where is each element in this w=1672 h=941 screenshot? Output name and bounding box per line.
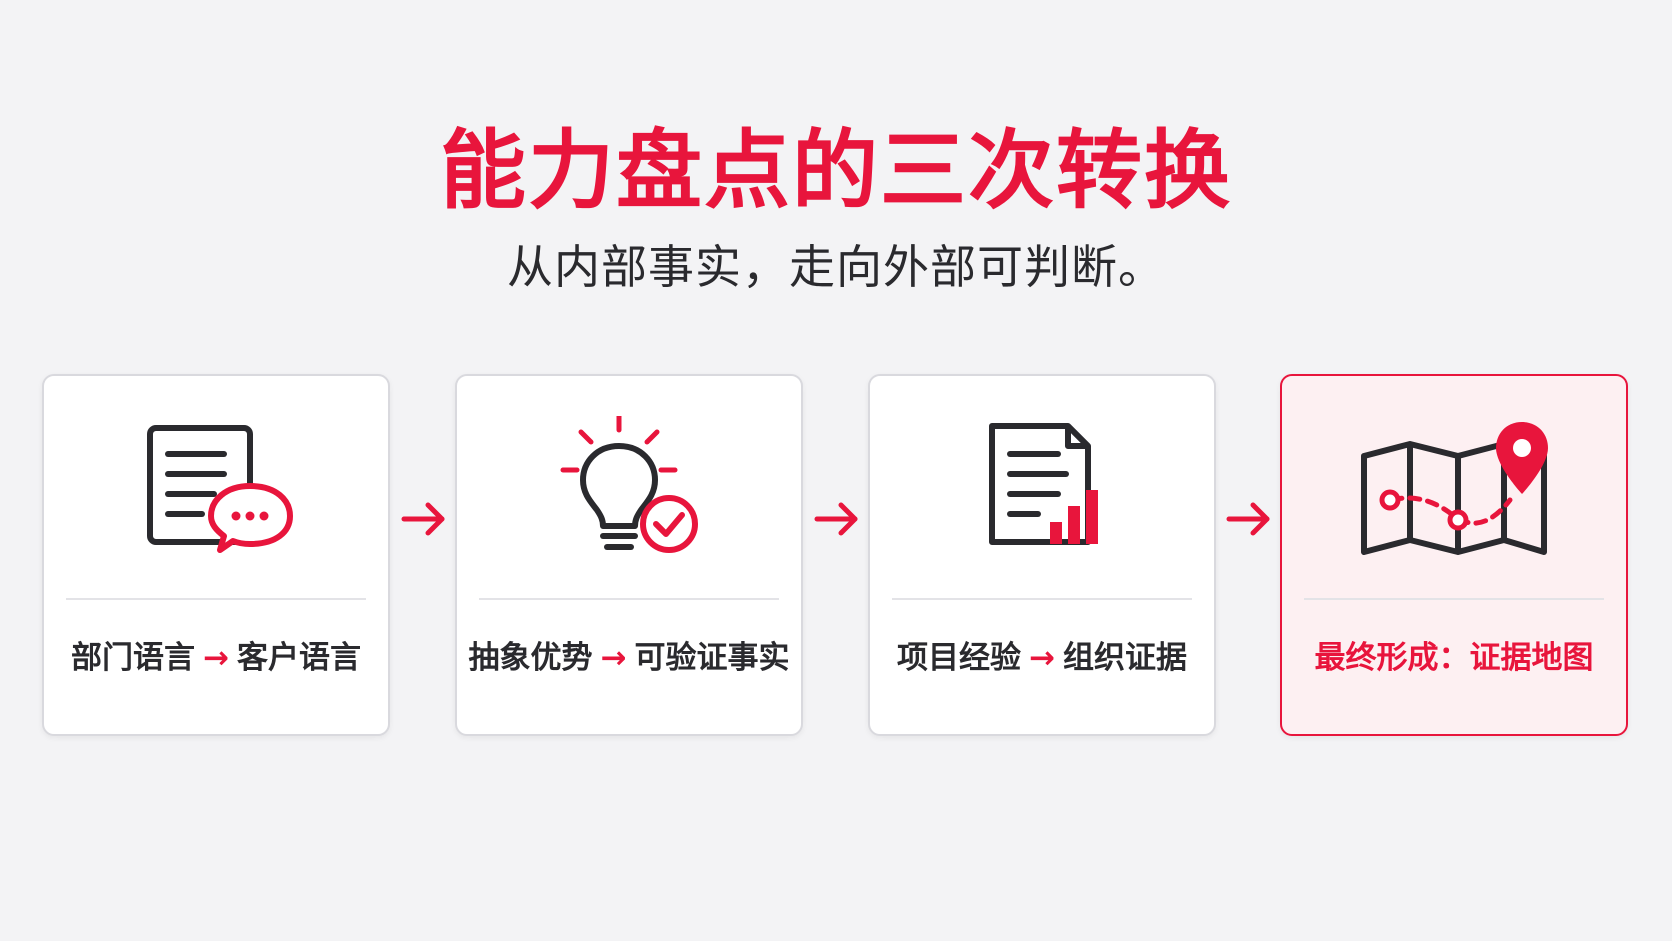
arrow-right-icon [814, 502, 858, 536]
arrow-right-icon: → [600, 640, 627, 676]
step-caption-1: 部门语言→客户语言 [44, 638, 388, 678]
document-chart-icon [989, 423, 1098, 545]
step-card-2: 抽象优势→可验证事实 [455, 374, 803, 736]
step-from-label: 部门语言 [71, 640, 195, 676]
step-from-label: 抽象优势 [468, 640, 593, 676]
arrow-right-icon: → [203, 640, 229, 676]
step-from-label: 项目经验 [897, 640, 1021, 676]
arrow-right-icon [1226, 502, 1270, 536]
card-divider [479, 598, 779, 600]
step-caption-3: 项目经验→组织证据 [870, 638, 1214, 678]
arrow-right-icon: → [1029, 640, 1055, 676]
lightbulb-check-icon [560, 416, 698, 553]
step-to-label: 组织证据 [1062, 640, 1187, 676]
step-card-3: 项目经验→组织证据 [868, 374, 1216, 736]
card-divider [1304, 598, 1604, 600]
card-divider [892, 598, 1192, 600]
step-caption-4: 最终形成：证据地图 [1314, 640, 1594, 676]
step-card-1: 部门语言→客户语言 [42, 374, 390, 736]
document-chat-icon [147, 425, 293, 553]
card-divider [66, 598, 366, 600]
step-to-label: 客户语言 [236, 640, 361, 676]
step-caption-2: 抽象优势→可验证事实 [457, 638, 801, 678]
step-to-label: 可验证事实 [634, 640, 790, 676]
step-card-4: 最终形成：证据地图 [1280, 374, 1628, 736]
page-title: 能力盘点的三次转换 [440, 121, 1232, 221]
page-subtitle: 从内部事实，走向外部可判断。 [507, 240, 1165, 294]
map-pin-icon [1361, 422, 1548, 555]
arrow-right-icon [401, 502, 445, 536]
